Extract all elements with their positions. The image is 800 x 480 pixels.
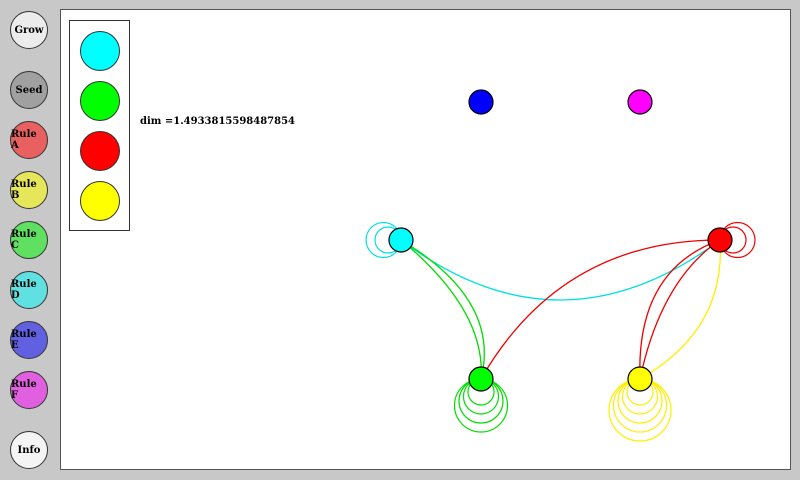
edge-cyan-red (400, 239, 721, 301)
swatch-yellow[interactable] (80, 181, 120, 221)
info-button[interactable]: Info (10, 431, 48, 469)
node-yellow[interactable] (627, 366, 653, 392)
node-blue[interactable] (468, 89, 494, 115)
edge-cyan-green (400, 239, 485, 380)
edge-red-yellow (639, 239, 722, 380)
rule-b-button[interactable]: Rule B (10, 171, 48, 209)
edge-green-red (480, 239, 721, 380)
node-red[interactable] (707, 227, 733, 253)
graph-drawing (365, 89, 756, 442)
rule-f-button[interactable]: Rule F (10, 371, 48, 409)
node-cyan[interactable] (388, 227, 414, 253)
swatch-cyan[interactable] (80, 31, 120, 71)
rule-a-button[interactable]: Rule A (10, 121, 48, 159)
rule-e-button[interactable]: Rule E (10, 321, 48, 359)
seed-button[interactable]: Seed (10, 71, 48, 109)
edge-red-yellow (639, 239, 721, 380)
node-magenta[interactable] (627, 89, 653, 115)
edge-red-yellow (639, 239, 721, 380)
dimension-readout: dim =1.4933815598487854 (140, 116, 295, 127)
grow-button[interactable]: Grow (10, 11, 48, 49)
node-green[interactable] (468, 366, 494, 392)
edge-cyan-green (400, 239, 482, 380)
rule-c-button[interactable]: Rule C (10, 221, 48, 259)
graph-edges (400, 239, 722, 380)
graph-canvas[interactable]: dim =1.4933815598487854 (60, 9, 791, 470)
graph-nodes (388, 89, 733, 392)
color-palette (69, 20, 130, 231)
rule-d-button[interactable]: Rule D (10, 271, 48, 309)
swatch-green[interactable] (80, 81, 120, 121)
swatch-red[interactable] (80, 131, 120, 171)
